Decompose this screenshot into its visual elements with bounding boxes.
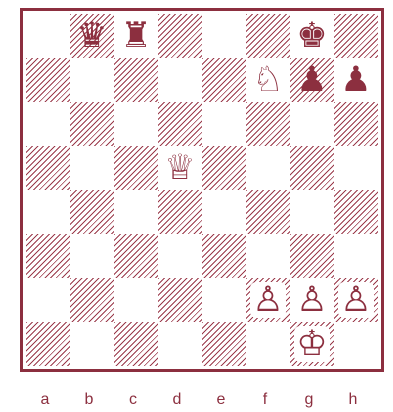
square-e1[interactable] (202, 322, 246, 366)
square-a3[interactable] (26, 234, 70, 278)
square-f5[interactable] (246, 146, 290, 190)
square-b4[interactable] (70, 190, 114, 234)
piece-glyph: ♔ (294, 326, 329, 362)
square-h2[interactable]: ♙ (334, 278, 378, 322)
piece-glyph: ♛ (76, 14, 107, 58)
black-pawn-icon[interactable]: ♟ (334, 58, 378, 102)
square-d5[interactable]: ♕ (158, 146, 202, 190)
piece-glyph: ♟ (296, 58, 327, 102)
white-king-icon[interactable]: ♔ (290, 322, 334, 366)
square-d3[interactable] (158, 234, 202, 278)
square-c4[interactable] (114, 190, 158, 234)
square-f6[interactable] (246, 102, 290, 146)
square-g5[interactable] (290, 146, 334, 190)
white-knight-icon[interactable]: ♘ (246, 58, 290, 102)
square-g4[interactable] (290, 190, 334, 234)
square-b3[interactable] (70, 234, 114, 278)
chess-board: ♛♜♚♘♟♟♕♙♙♙♔ (26, 14, 378, 366)
square-d8[interactable] (158, 14, 202, 58)
square-e5[interactable] (202, 146, 246, 190)
square-a1[interactable] (26, 322, 70, 366)
square-h4[interactable] (334, 190, 378, 234)
piece-glyph: ♙ (338, 282, 373, 318)
file-label-a: a (23, 390, 67, 410)
white-pawn-icon[interactable]: ♙ (290, 278, 334, 322)
file-label-c: c (111, 390, 155, 410)
square-g8[interactable]: ♚ (290, 14, 334, 58)
square-d7[interactable] (158, 58, 202, 102)
white-queen-icon[interactable]: ♕ (158, 146, 202, 190)
black-rook-icon[interactable]: ♜ (114, 14, 158, 58)
square-c2[interactable] (114, 278, 158, 322)
square-h8[interactable] (334, 14, 378, 58)
square-a2[interactable] (26, 278, 70, 322)
square-b6[interactable] (70, 102, 114, 146)
square-e3[interactable] (202, 234, 246, 278)
square-g6[interactable] (290, 102, 334, 146)
square-h3[interactable] (334, 234, 378, 278)
square-e2[interactable] (202, 278, 246, 322)
square-b2[interactable] (70, 278, 114, 322)
square-a5[interactable] (26, 146, 70, 190)
piece-glyph: ♚ (296, 14, 327, 58)
square-b8[interactable]: ♛ (70, 14, 114, 58)
square-d2[interactable] (158, 278, 202, 322)
square-e7[interactable] (202, 58, 246, 102)
square-d1[interactable] (158, 322, 202, 366)
square-c1[interactable] (114, 322, 158, 366)
square-g3[interactable] (290, 234, 334, 278)
square-b5[interactable] (70, 146, 114, 190)
file-label-d: d (155, 390, 199, 410)
file-label-f: f (243, 390, 287, 410)
square-a4[interactable] (26, 190, 70, 234)
square-f3[interactable] (246, 234, 290, 278)
square-f2[interactable]: ♙ (246, 278, 290, 322)
square-c5[interactable] (114, 146, 158, 190)
black-king-icon[interactable]: ♚ (290, 14, 334, 58)
square-d4[interactable] (158, 190, 202, 234)
square-g1[interactable]: ♔ (290, 322, 334, 366)
square-a8[interactable] (26, 14, 70, 58)
file-label-g: g (287, 390, 331, 410)
file-label-e: e (199, 390, 243, 410)
square-b7[interactable] (70, 58, 114, 102)
square-g7[interactable]: ♟ (290, 58, 334, 102)
square-c7[interactable] (114, 58, 158, 102)
piece-glyph: ♙ (250, 282, 285, 318)
square-f4[interactable] (246, 190, 290, 234)
piece-glyph: ♕ (162, 150, 197, 186)
square-e4[interactable] (202, 190, 246, 234)
square-h6[interactable] (334, 102, 378, 146)
square-c3[interactable] (114, 234, 158, 278)
square-f8[interactable] (246, 14, 290, 58)
square-f1[interactable] (246, 322, 290, 366)
square-g2[interactable]: ♙ (290, 278, 334, 322)
piece-glyph: ♘ (250, 62, 285, 98)
square-c6[interactable] (114, 102, 158, 146)
chess-board-frame: ♛♜♚♘♟♟♕♙♙♙♔ (20, 8, 384, 372)
square-h1[interactable] (334, 322, 378, 366)
square-d6[interactable] (158, 102, 202, 146)
white-pawn-icon[interactable]: ♙ (246, 278, 290, 322)
square-h7[interactable]: ♟ (334, 58, 378, 102)
square-e8[interactable] (202, 14, 246, 58)
square-h5[interactable] (334, 146, 378, 190)
piece-glyph: ♙ (294, 282, 329, 318)
black-queen-icon[interactable]: ♛ (70, 14, 114, 58)
square-a7[interactable] (26, 58, 70, 102)
file-label-h: h (331, 390, 375, 410)
piece-glyph: ♜ (120, 14, 151, 58)
piece-glyph: ♟ (340, 58, 371, 102)
square-f7[interactable]: ♘ (246, 58, 290, 102)
square-a6[interactable] (26, 102, 70, 146)
white-pawn-icon[interactable]: ♙ (334, 278, 378, 322)
file-label-b: b (67, 390, 111, 410)
square-b1[interactable] (70, 322, 114, 366)
square-e6[interactable] (202, 102, 246, 146)
black-pawn-icon[interactable]: ♟ (290, 58, 334, 102)
square-c8[interactable]: ♜ (114, 14, 158, 58)
